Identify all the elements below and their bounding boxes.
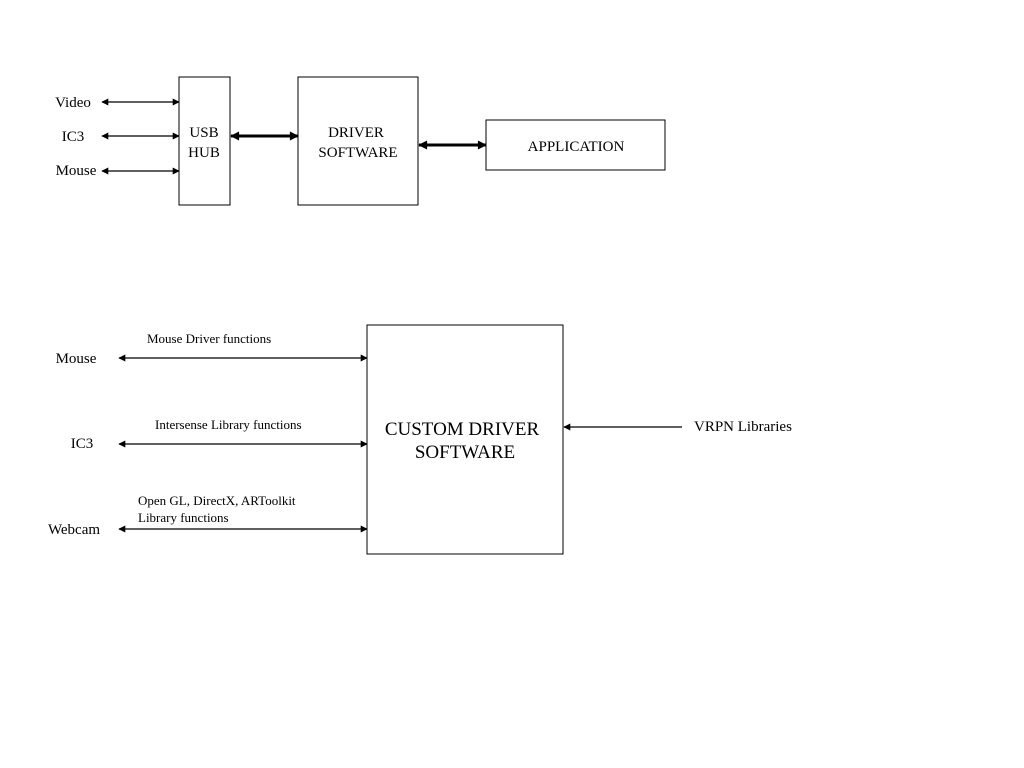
ic3-functions-label: Intersense Library functions <box>155 417 302 432</box>
custom-driver-label-line2: SOFTWARE <box>415 442 515 463</box>
device-label-mouse: Mouse <box>56 351 97 367</box>
device-label-ic3: IC3 <box>71 436 94 452</box>
input-label-mouse: Mouse <box>56 163 97 179</box>
device-label-webcam: Webcam <box>48 522 100 538</box>
vrpn-libraries-label: VRPN Libraries <box>694 419 792 435</box>
driver-software-label-line2: SOFTWARE <box>318 145 397 161</box>
input-label-video: Video <box>55 95 91 111</box>
driver-software-label-line1: DRIVER <box>328 125 384 141</box>
input-label-ic3: IC3 <box>62 129 85 145</box>
custom-driver-software-box <box>366 324 564 555</box>
usb-hub-label-line1: USB <box>189 125 218 141</box>
custom-driver-label-line1: CUSTOM DRIVER <box>385 419 540 440</box>
application-label: APPLICATION <box>528 139 625 155</box>
usb-hub-box <box>178 76 231 206</box>
bottom-diagram: Mouse IC3 Webcam Mouse Driver functions … <box>48 324 792 555</box>
application-box <box>485 119 666 171</box>
webcam-functions-label-line1: Open GL, DirectX, ARToolkit <box>138 493 296 508</box>
usb-hub-label-line2: HUB <box>188 145 220 161</box>
top-diagram: Video IC3 Mouse USB HUB DRIVER SOFTWARE … <box>55 76 666 206</box>
driver-software-box <box>297 76 419 206</box>
webcam-functions-label-line2: Library functions <box>138 510 229 525</box>
mouse-functions-label: Mouse Driver functions <box>147 331 271 346</box>
